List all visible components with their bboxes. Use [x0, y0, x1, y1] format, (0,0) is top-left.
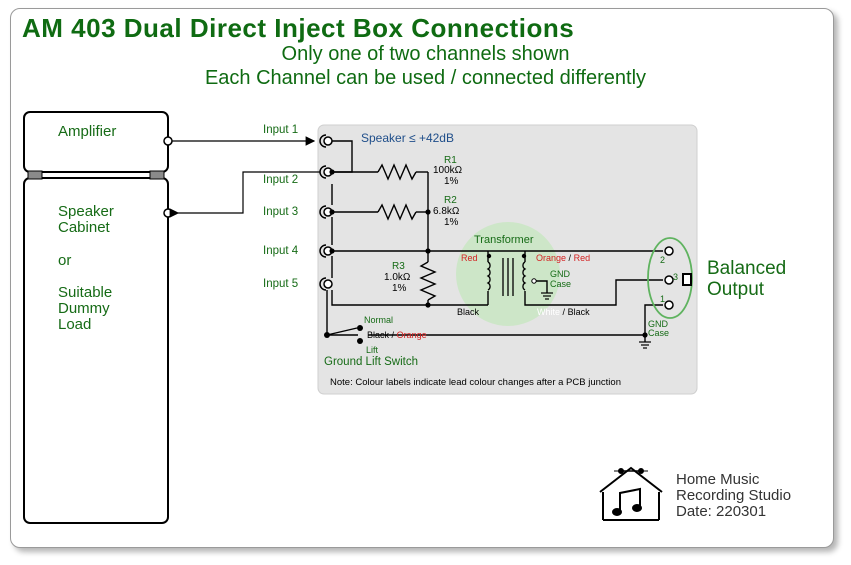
input-terminals: [319, 134, 333, 291]
transformer-lead-white-black: White / Black: [537, 307, 590, 317]
cabinet-label-line2: Cabinet: [58, 219, 110, 236]
subtitle-two: Each Channel can be used / connected dif…: [204, 67, 647, 89]
transformer-lead-red: Red: [461, 253, 478, 263]
transformer-lead-orange-red: Orange / Red: [536, 253, 591, 263]
cabinet-label-line4: Suitable: [58, 284, 113, 301]
ground-symbol-transformer: [541, 292, 553, 300]
r3-value: 1.0kΩ: [384, 272, 411, 283]
page-title: AM 403 Dual Direct Inject Box Connection…: [22, 13, 575, 43]
r1-tolerance: 1%: [444, 176, 459, 187]
cabinet-foot-left: [27, 170, 43, 180]
colour-note: Note: Colour labels indicate lead colour…: [330, 377, 621, 388]
output-pin-1: 1: [660, 294, 666, 304]
transformer-label: Transformer: [474, 234, 534, 246]
amplifier-box: [23, 111, 169, 173]
switch-normal-label: Normal: [364, 315, 394, 325]
input-1-label: Input 1: [263, 124, 299, 136]
ground-lift-switch-label: Ground Lift Switch: [324, 356, 418, 368]
circuit-wires: [326, 140, 663, 342]
r3-tolerance: 1%: [392, 283, 407, 294]
r1-value: 100kΩ: [433, 165, 463, 176]
junction-dots: [324, 169, 648, 344]
output-pin-3: 3: [673, 272, 679, 282]
switch-lead-label: Black / Orange: [367, 330, 427, 340]
studio-date: Date: 220301: [676, 503, 767, 520]
subtitle-one: Only one of two channels shown: [281, 43, 570, 65]
ground-symbol-output: [639, 341, 651, 349]
output-pin-2: 2: [660, 255, 666, 265]
switch-lift-label: Lift: [366, 345, 379, 355]
balanced-output-line1: Balanced: [707, 258, 787, 279]
r1-name: R1: [444, 155, 457, 166]
cabinet-label-line5: Dummy: [58, 300, 110, 317]
balanced-output-line2: Output: [707, 279, 765, 300]
cabinet-foot-right: [149, 170, 165, 180]
transformer-lead-black: Black: [457, 307, 480, 317]
r2-name: R2: [444, 195, 457, 206]
cabinet-label-line6: Load: [58, 316, 92, 333]
input-4-label: Input 4: [263, 245, 299, 257]
studio-name-line1: Home Music: [676, 471, 760, 488]
input-3-label: Input 3: [263, 206, 299, 218]
transformer-symbol: [486, 258, 527, 296]
speaker-rating: Speaker ≤ +42dB: [361, 131, 454, 145]
transformer-gnd-label: GND: [550, 269, 570, 279]
cabinet-label-line1: Speaker: [58, 203, 114, 220]
output-gnd-label: GND: [648, 319, 668, 329]
cabinet-box: [23, 177, 169, 524]
input-2-label: Input 2: [263, 174, 299, 186]
r3-name: R3: [392, 261, 405, 272]
cabinet-label-line3: or: [58, 252, 72, 269]
r2-value: 6.8kΩ: [433, 206, 460, 217]
studio-name-line2: Recording Studio: [676, 487, 792, 504]
r2-tolerance: 1%: [444, 217, 459, 228]
transformer-case-label: Case: [550, 279, 572, 289]
studio-logo: [599, 466, 663, 521]
input-5-label: Input 5: [263, 278, 299, 290]
amplifier-label: Amplifier: [58, 123, 117, 140]
output-case-label: Case: [648, 328, 670, 338]
